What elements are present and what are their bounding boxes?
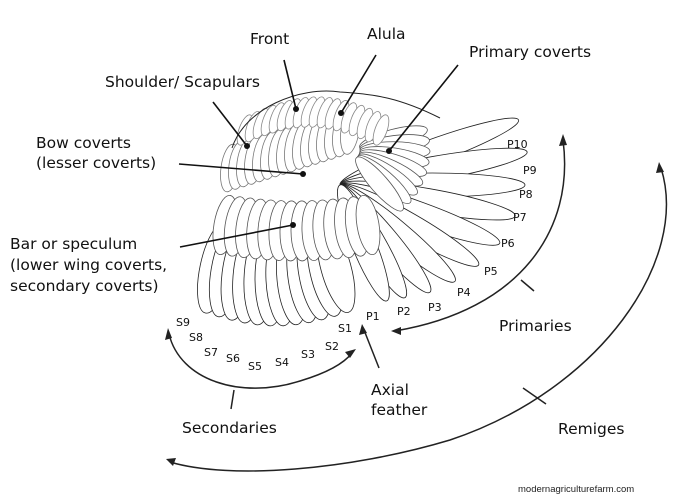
secondary-covert <box>355 194 381 256</box>
primary-number: P6 <box>501 237 515 250</box>
leader-alula <box>340 54 377 114</box>
remiges-arrow <box>169 167 668 472</box>
primary-number: P7 <box>513 211 527 224</box>
leader-bow-coverts <box>178 163 304 175</box>
secondary-number: S2 <box>325 340 339 353</box>
dot-primary-coverts <box>386 148 392 154</box>
primary-number: P3 <box>428 301 442 314</box>
primaries-arrow <box>394 139 566 332</box>
primary-number: P8 <box>519 188 533 201</box>
leader-primary-coverts <box>388 64 459 152</box>
secondaries-arrow <box>168 333 353 389</box>
secondaries-arrowhead-left <box>165 328 172 340</box>
label-bow-coverts: Bow coverts <box>36 134 131 152</box>
label-primaries: Primaries <box>499 317 572 335</box>
secondary-coverts <box>212 194 381 262</box>
label-remiges: Remiges <box>558 420 625 438</box>
axial-arrowhead <box>359 324 367 335</box>
label-feather: feather <box>371 401 428 419</box>
dot-bow-coverts <box>300 171 306 177</box>
dot-alula <box>338 110 344 116</box>
primary-number: P1 <box>366 310 380 323</box>
leader-bar <box>179 224 294 248</box>
primaries-arrowhead-bottom <box>391 327 401 335</box>
primary-number: P4 <box>457 286 471 299</box>
secondary-number: S9 <box>176 316 190 329</box>
credit-text: modernagriculturefarm.com <box>518 484 635 495</box>
label-secondaries: Secondaries <box>182 419 277 437</box>
secondary-number: S5 <box>248 360 262 373</box>
wing-leading-edge <box>231 90 441 149</box>
secondaries-arrowhead-right <box>345 349 356 358</box>
secondary-number: S4 <box>275 356 289 369</box>
primary-number: P9 <box>523 164 537 177</box>
primaries-tick <box>520 279 535 292</box>
label-front: Front <box>250 30 290 48</box>
front-feathers <box>236 96 390 146</box>
dot-bar <box>290 222 296 228</box>
scapular-feather <box>372 114 390 146</box>
label-primary-coverts: Primary coverts <box>469 43 592 61</box>
remiges-arrowhead-top <box>656 162 664 173</box>
primaries-arrowhead-top <box>559 134 567 146</box>
label-secondary-coverts: secondary coverts) <box>10 277 159 295</box>
remiges-tick <box>522 387 547 405</box>
label-shoulder: Shoulder/ Scapulars <box>105 73 260 91</box>
secondary-number: S8 <box>189 331 203 344</box>
label-lower-wing-coverts: (lower wing coverts, <box>10 256 168 274</box>
secondaries-tick <box>230 389 235 410</box>
label-bar: Bar or speculum <box>10 235 138 253</box>
wing-illustration <box>197 90 528 327</box>
primary-number: P2 <box>397 305 411 318</box>
label-alula: Alula <box>367 25 406 43</box>
dot-front <box>293 106 299 112</box>
dot-shoulder <box>244 143 250 149</box>
label-lesser-coverts: (lesser coverts) <box>36 154 157 172</box>
primary-number: P5 <box>484 265 498 278</box>
secondary-number: S6 <box>226 352 240 365</box>
remiges-arrowhead-bottom <box>166 458 176 466</box>
primary-number: P10 <box>507 138 528 151</box>
leader-shoulder <box>212 101 248 147</box>
secondary-number: S1 <box>338 322 352 335</box>
leader-front <box>283 59 297 110</box>
label-axial: Axial <box>371 381 409 399</box>
primary-covert <box>355 156 404 212</box>
secondary-number: S3 <box>301 348 315 361</box>
secondary-number: S7 <box>204 346 218 359</box>
axial-arrow <box>363 329 380 369</box>
